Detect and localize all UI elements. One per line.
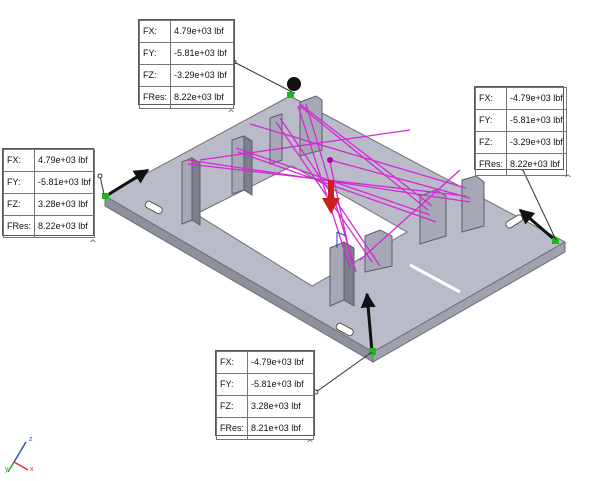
fres-value: 8.22e+03 lbf [34,215,95,238]
reaction-callout-bottom[interactable]: FX:-4.79e+03 lbf FY:-5.81e+03 lbf FZ:3.2… [215,350,315,440]
collapse-caret-top[interactable]: ^ [227,109,235,119]
beam-joint [327,157,333,163]
fx-value: 4.79e+03 lbf [34,149,95,172]
fy-label: FY: [474,109,508,132]
fres-label: FRes: [2,215,36,238]
fy-value: -5.81e+03 lbf [506,109,567,132]
fy-label: FY: [215,373,249,396]
triad-z-label: z [29,436,33,443]
reaction-ball-icon [287,77,301,91]
gravity-arrow [322,180,340,214]
fres-label: FRes: [138,86,172,109]
fy-label: FY: [138,42,172,65]
collapse-caret-bottom[interactable]: ^ [306,439,314,449]
collapse-caret-right[interactable]: ^ [564,174,572,184]
reaction-callout-left[interactable]: FX:4.79e+03 lbf FY:-5.81e+03 lbf FZ:3.28… [2,148,95,238]
fres-value: 8.22e+03 lbf [170,86,234,109]
fy-label: FY: [2,171,36,194]
fy-value: -5.81e+03 lbf [170,42,234,65]
reaction-arrows [105,168,556,353]
fres-value: 8.22e+03 lbf [506,153,567,176]
fx-label: FX: [474,87,508,110]
fres-label: FRes: [474,153,508,176]
reaction-callout-top[interactable]: FX:4.79e+03 lbf FY:-5.81e+03 lbf FZ:-3.2… [138,19,235,109]
fy-value: -5.81e+03 lbf [247,373,314,396]
fz-value: -3.29e+03 lbf [506,131,567,154]
fx-label: FX: [2,149,36,172]
fx-value: 4.79e+03 lbf [170,20,234,43]
fixture-icons [102,92,559,355]
fx-value: -4.79e+03 lbf [247,351,314,374]
fres-value: 8.21e+03 lbf [247,417,314,440]
fz-value: 3.28e+03 lbf [34,193,95,216]
fy-value: -5.81e+03 lbf [34,171,95,194]
fz-label: FZ: [215,395,249,418]
fx-value: -4.79e+03 lbf [506,87,567,110]
reaction-callout-right[interactable]: FX:-4.79e+03 lbf FY:-5.81e+03 lbf FZ:-3.… [474,86,567,176]
coordinate-triad-icon: z y x [4,436,40,476]
triad-y-label: y [5,466,9,473]
fx-label: FX: [215,351,249,374]
fz-label: FZ: [474,131,508,154]
triad-x-label: x [30,466,34,473]
collapse-caret-left[interactable]: ^ [89,239,97,249]
fz-value: 3.28e+03 lbf [247,395,314,418]
load-marker-icon [336,231,347,248]
fz-label: FZ: [2,193,36,216]
fz-label: FZ: [138,64,172,87]
fz-value: -3.29e+03 lbf [170,64,234,87]
base-plate [103,95,567,363]
fx-label: FX: [138,20,172,43]
fres-label: FRes: [215,417,249,440]
